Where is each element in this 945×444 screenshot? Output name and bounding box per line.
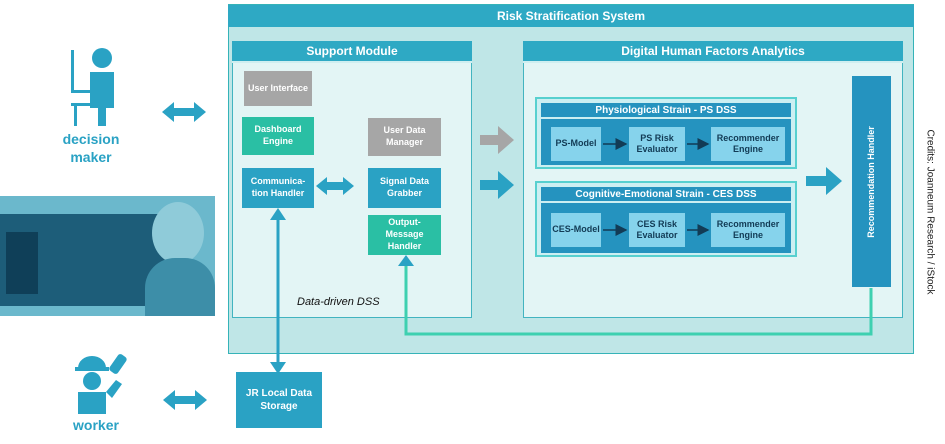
decision-maker-label: decision maker [62, 131, 120, 166]
ces-dss-title: Cognitive-Emotional Strain - CES DSS [541, 187, 791, 201]
person-shoulders-image [145, 258, 215, 316]
local-data-storage-box: JR Local Data Storage [236, 372, 322, 428]
recommendation-handler-box: Recommendation Handler [852, 76, 891, 287]
analytics-title: Digital Human Factors Analytics [523, 41, 903, 63]
ps-model-box: PS-Model [551, 127, 601, 161]
ces-recommender-engine-box: Recommender Engine [711, 213, 785, 247]
dss-to-recommendation-arrow [806, 167, 842, 195]
comm-storage-arrow [270, 208, 286, 374]
worker-link-arrow [163, 390, 207, 410]
system-title: Risk Stratification System [228, 5, 914, 27]
worker-label: worker [73, 417, 119, 433]
person-head-image [152, 202, 204, 264]
dashboard-engine-box: Dashboard Engine [242, 117, 314, 155]
dashboard-photo [0, 196, 215, 316]
support-to-analytics-arrows [480, 126, 514, 199]
support-module-title: Support Module [232, 41, 472, 63]
comm-grabber-arrow [316, 177, 354, 195]
ps-recommender-engine-box: Recommender Engine [711, 127, 785, 161]
ces-risk-evaluator-box: CES Risk Evaluator [629, 213, 685, 247]
signal-data-grabber-box: Signal Data Grabber [368, 168, 441, 208]
communication-handler-box: Communica-tion Handler [242, 168, 314, 208]
decision-maker-link-arrow [162, 102, 206, 122]
ces-model-box: CES-Model [551, 213, 601, 247]
ps-risk-evaluator-box: PS Risk Evaluator [629, 127, 685, 161]
worker-icon [75, 354, 127, 414]
data-driven-dss-label: Data-driven DSS [297, 296, 380, 308]
dashboard-side-panel-image [6, 232, 38, 294]
user-data-manager-box: User Data Manager [368, 118, 441, 156]
decision-maker-icon [71, 48, 114, 126]
user-interface-box: User Interface [244, 71, 312, 106]
ps-dss-title: Physiological Strain - PS DSS [541, 103, 791, 117]
output-message-handler-box: Output-Message Handler [368, 215, 441, 255]
feedback-loop-arrow [398, 255, 873, 336]
